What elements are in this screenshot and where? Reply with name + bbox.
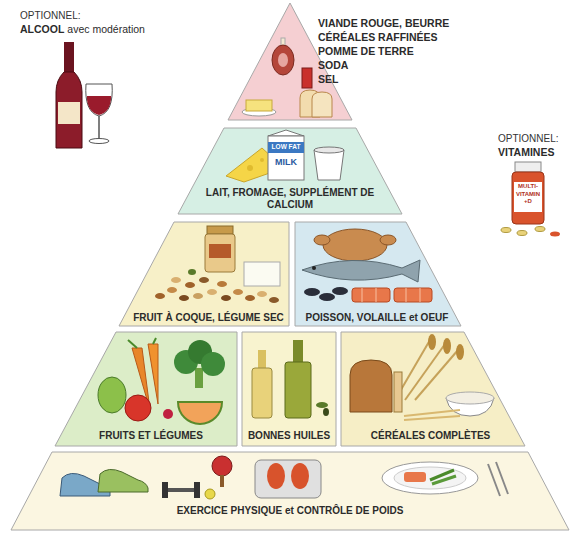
- food-group-label: SEL: [318, 73, 468, 86]
- food-group-label: POMME DE TERRE: [318, 45, 468, 58]
- option-heading: OPTIONNEL:: [498, 133, 559, 145]
- option-heading: OPTIONNEL:: [20, 10, 81, 22]
- food-group-label: POISSON, VOLAILLE et OEUF: [298, 312, 456, 324]
- food-group-label: VIANDE ROUGE, BEURRE: [318, 17, 468, 30]
- carton-label: LOW FAT: [268, 143, 304, 151]
- option-item: ALCOOL: [20, 23, 64, 36]
- option-note: avec modération: [67, 23, 145, 36]
- food-group-label: CÉRÉALES RAFFINÉES: [318, 31, 468, 44]
- bottle-label: MULTI-: [514, 183, 542, 190]
- carton-label: MILK: [268, 157, 304, 168]
- food-group-label: CÉRÉALES COMPLÈTES: [342, 430, 519, 442]
- bottle-label: +D: [514, 198, 542, 205]
- food-group-label: FRUITS ET LÉGUMES: [66, 430, 236, 442]
- food-group-label: EXERCICE PHYSIQUE et CONTRÔLE DE POIDS: [60, 505, 520, 517]
- bottle-label: VITAMIN: [514, 191, 542, 198]
- food-group-label: FRUIT À COQUE, LÉGUME SEC: [129, 312, 288, 324]
- food-group-label: BONNES HUILES: [243, 430, 335, 442]
- option-item: VITAMINES: [498, 146, 554, 159]
- food-group-label: LAIT, FROMAGE, SUPPLÉMENT DE CALCIUM: [190, 187, 390, 211]
- food-group-label: SODA: [318, 59, 468, 72]
